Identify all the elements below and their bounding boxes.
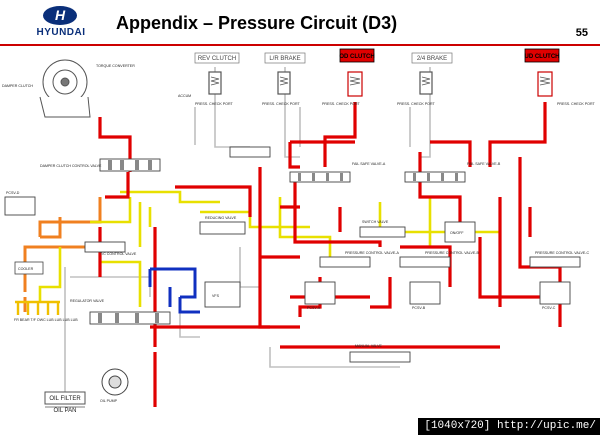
lr-brake-box: L/R BRAKE [264, 52, 306, 64]
cooler-label: COOLER [18, 267, 34, 271]
upper-valve [229, 146, 271, 158]
lr-brake-label: L/R BRAKE [269, 56, 300, 62]
on-off-solenoid [444, 221, 476, 243]
fail-safe-valve-a-label: FAIL SAFE VALVE-A [352, 162, 386, 166]
logo-wordmark: HYUNDAI [36, 27, 86, 38]
page-number: 55 [575, 27, 588, 39]
oil-filter-label: OIL FILTER [49, 396, 81, 402]
press-check-port-label-2: PRESS. CHECK PORT [262, 102, 300, 106]
rev-clutch-label: REV CLUTCH [198, 56, 236, 62]
lub-label: FR BEAR T/F OWC LUB LUB LUB LUB [14, 318, 78, 322]
pressure-circuit-schematic: OD CLUTCH UD CLUTCH REV CLUTCH L/R BRAKE… [0, 47, 600, 417]
accum-label-rev: ACCUM [178, 94, 191, 98]
pcsv-d [4, 196, 36, 216]
od-clutch-box: OD CLUTCH [339, 48, 375, 63]
image-host-caption: [1040x720] http://upic.me/ [418, 418, 600, 435]
damper-clutch-control-valve [99, 158, 161, 172]
oil-filter-icon [44, 391, 86, 405]
pcsv-b [409, 281, 441, 305]
damper-clutch-label: DAMPER CLUTCH [2, 84, 33, 88]
pressure-control-valve-a [319, 256, 371, 268]
lub-outlets [15, 300, 60, 315]
accumulator-springs [210, 76, 551, 86]
pressure-control-valve-b-label: PRESSURE CONTROL VALVE-B [425, 251, 479, 255]
two-four-brake-label: 2/4 BRAKE [417, 56, 447, 62]
control-lines [148, 267, 200, 314]
pressure-control-valve-c-label: PRESSURE CONTROL VALVE-C [535, 251, 589, 255]
regulator-valve-label: REGULATOR VALVE [70, 299, 105, 303]
od-clutch-label: OD CLUTCH [339, 54, 374, 60]
logo-mark-letter: H [54, 7, 66, 23]
reducing-valve [199, 221, 246, 235]
pressure-control-valve-c [529, 256, 581, 268]
oil-pump-icon [101, 368, 129, 396]
press-check-port-label-4: PRESS. CHECK PORT [397, 102, 435, 106]
cooler-box [14, 261, 44, 275]
damper-clutch-control-valve-label: DAMPER CLUTCH CONTROL VALVE [40, 164, 102, 168]
ud-clutch-label: UD CLUTCH [525, 54, 560, 60]
press-check-port-label-3: PRESS. CHECK PORT [322, 102, 360, 106]
manual-valve-label: MANUAL VALVE [355, 344, 382, 348]
vfs-solenoid [204, 281, 241, 308]
pcsv-c [539, 281, 571, 305]
fail-safe-valve-b [404, 171, 466, 183]
two-four-brake-box: 2/4 BRAKE [411, 52, 453, 64]
pcsv-d-label: PCSV-D [6, 191, 20, 195]
press-check-port-label-1: PRESS. CHECK PORT [195, 102, 233, 106]
pressure-control-valve-a-label: PRESSURE CONTROL VALVE-A [345, 251, 399, 255]
tc-control-valve [84, 241, 126, 253]
press-check-port-label-5: PRESS. CHECK PORT [557, 102, 595, 106]
oil-pan-label: OIL PAN [53, 408, 76, 414]
torque-converter-icon [39, 59, 91, 118]
vfs-label: VFS [212, 294, 220, 298]
pcsv-b-label: PCSV-B [412, 306, 426, 310]
header-bar: H HYUNDAI Appendix – Pressure Circuit (D… [0, 0, 600, 46]
regulator-valve [89, 311, 171, 325]
switch-valve [359, 226, 406, 238]
fail-safe-valve-a [289, 171, 351, 183]
pcsv-a [304, 281, 336, 305]
rev-clutch-box: REV CLUTCH [194, 52, 240, 64]
pcsv-c-label: PCSV-C [542, 306, 556, 310]
component-labels: TORQUE CONVERTER DAMPER CLUTCH DAMPER CL… [2, 64, 595, 403]
valve-bodies [4, 146, 581, 363]
valve-lands [98, 160, 458, 323]
fail-safe-valve-b-label: FAIL SAFE VALVE-B [467, 162, 501, 166]
pressure-control-valve-b [399, 256, 451, 268]
torque-converter-label: TORQUE CONVERTER [96, 64, 135, 68]
pcsv-a-label: PCSV-A [307, 306, 321, 310]
tc-control-valve-label: T/C CONTROL VALVE [100, 252, 137, 256]
ud-clutch-box: UD CLUTCH [525, 48, 560, 63]
page-title: Appendix – Pressure Circuit (D3) [116, 13, 398, 33]
hyundai-logo-mark-icon [43, 6, 77, 25]
oil-pump-label: OIL PUMP [100, 399, 118, 403]
reducing-valve-label: REDUCING VALVE [205, 216, 237, 220]
hyundai-logo: H HYUNDAI [30, 6, 92, 40]
manual-valve [349, 351, 411, 363]
exhaust-lines [64, 67, 431, 392]
on-off-label: ON/OFF [450, 231, 464, 235]
header-divider [0, 44, 600, 46]
switch-valve-label: SWITCH VALVE [362, 220, 389, 224]
